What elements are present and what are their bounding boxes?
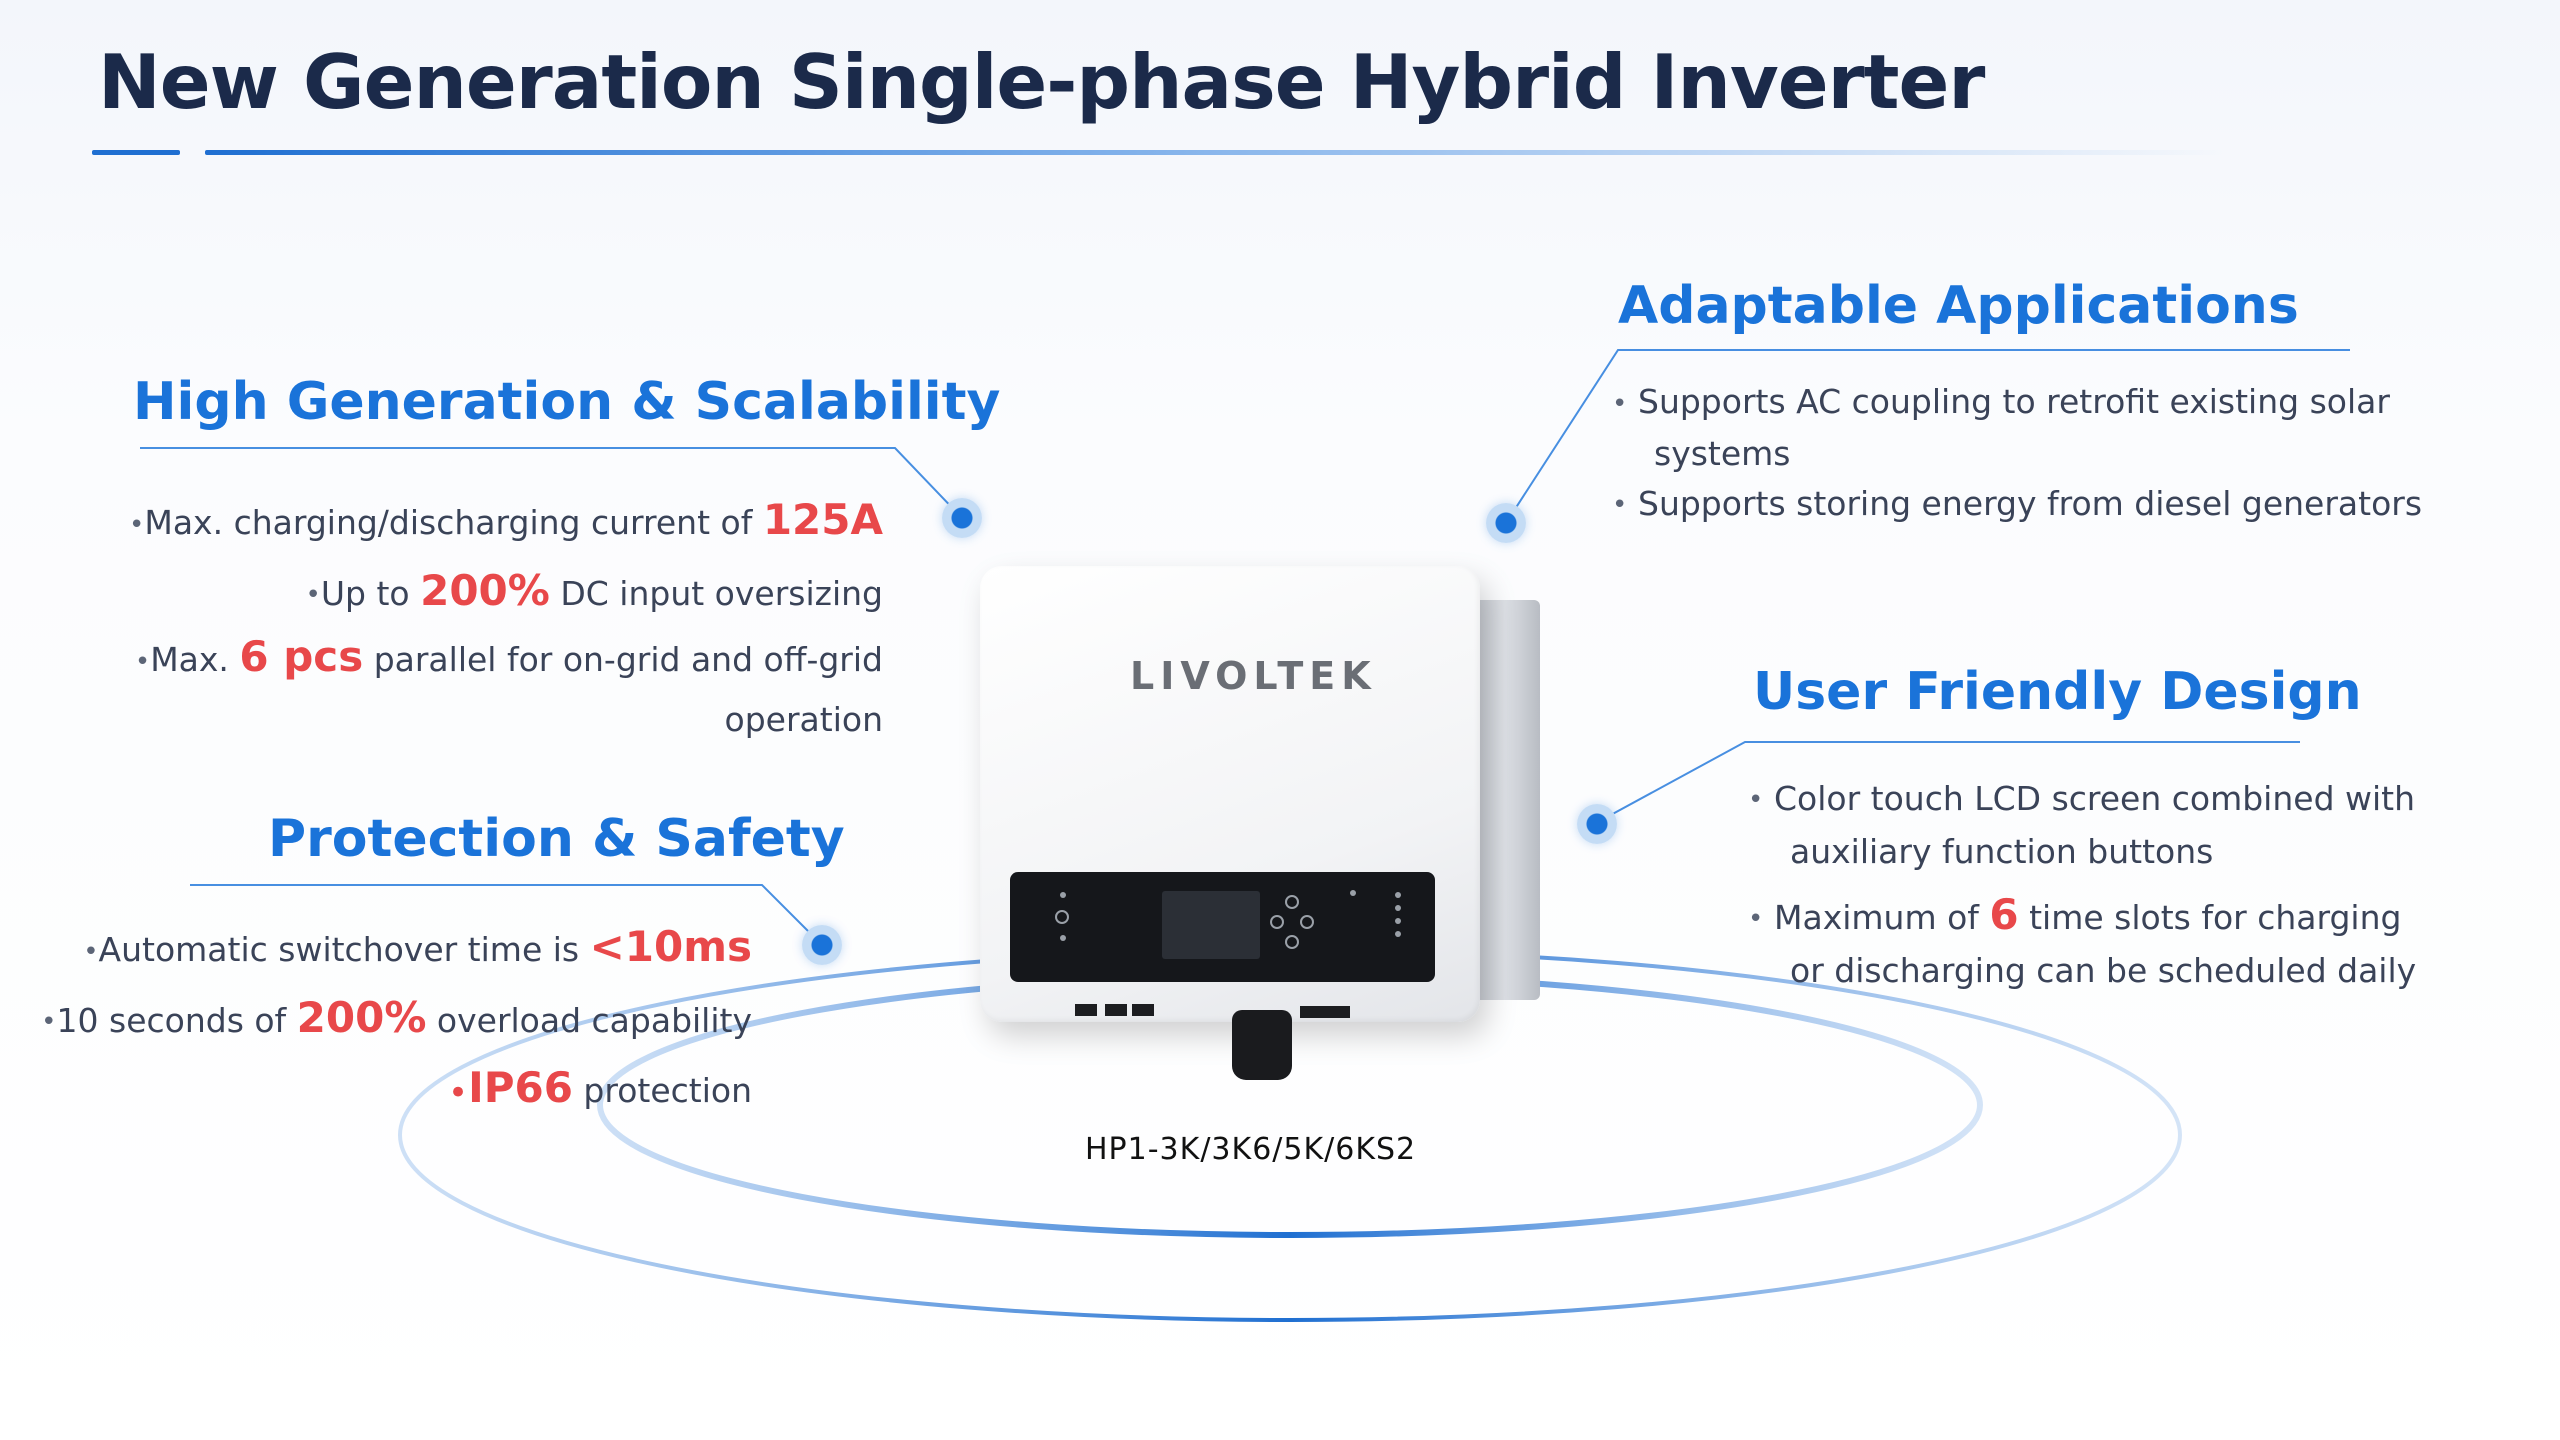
high-generation-list: •Max. charging/discharging current of 12…: [83, 487, 883, 749]
protection-list: •Automatic switchover time is <10ms •10 …: [0, 914, 752, 1126]
inverter-heatsink: [1470, 600, 1540, 1000]
bullet-icon: •: [134, 646, 151, 677]
user-friendly-heading: User Friendly Design: [1753, 662, 2362, 722]
list-item: •Automatic switchover time is <10ms: [0, 914, 752, 985]
list-item: •Max. 6 pcs parallel for on-grid and off…: [83, 628, 883, 749]
user-friendly-list: •Color touch LCD screen combined with au…: [1748, 773, 2538, 996]
list-item: •IP66 protection: [0, 1055, 752, 1126]
highlight-value: 125A: [762, 495, 883, 544]
highlight-value: 200%: [296, 992, 427, 1042]
ok-button-icon: [1300, 915, 1314, 929]
bullet-icon: •: [448, 1072, 469, 1113]
bullet-icon: •: [1748, 904, 1764, 934]
bullet-icon: •: [1748, 785, 1764, 815]
connector-dot-adaptable: [1486, 503, 1526, 543]
inverter-brand-logo: LIVOLTEK: [1130, 654, 1377, 698]
indicator-led: [1060, 935, 1066, 941]
list-item: •10 seconds of 200% overload capability: [0, 985, 752, 1056]
page-title: New Generation Single-phase Hybrid Inver…: [98, 38, 1985, 126]
protection-heading: Protection & Safety: [268, 809, 845, 869]
bullet-icon: •: [129, 509, 145, 540]
list-item: •Up to 200% DC input oversizing: [83, 558, 883, 629]
power-icon: [1055, 910, 1069, 924]
title-underline-short: [92, 150, 180, 155]
left-button-icon: [1270, 915, 1284, 929]
bullet-icon: •: [83, 936, 99, 967]
status-led: [1395, 892, 1401, 898]
highlight-value: IP66: [468, 1063, 573, 1112]
down-button-icon: [1285, 935, 1299, 949]
title-underline-long: [205, 150, 2225, 155]
highlight-value: 6: [1989, 890, 2019, 939]
connector-dot-user-friendly: [1577, 804, 1617, 844]
bullet-icon: •: [1612, 388, 1628, 419]
connector-high-generation: [140, 447, 963, 519]
highlight-value: <10ms: [589, 922, 752, 971]
highlight-value: 6 pcs: [239, 632, 364, 681]
adaptable-list: •Supports AC coupling to retrofit existi…: [1612, 377, 2472, 530]
list-item: •Supports AC coupling to retrofit existi…: [1612, 377, 2472, 479]
connector-dot-high-generation: [942, 498, 982, 538]
bullet-icon: •: [41, 1007, 57, 1037]
connector-dot-protection: [802, 925, 842, 965]
cable-gland: [1232, 1010, 1292, 1080]
model-label: HP1-3K/3K6/5K/6KS2: [1085, 1132, 1417, 1167]
up-button-icon: [1285, 895, 1299, 909]
status-led: [1395, 931, 1401, 937]
list-item: •Maximum of 6 time slots for charging or…: [1748, 890, 2417, 990]
status-led: [1395, 905, 1401, 911]
bullet-icon: •: [305, 580, 321, 610]
list-item: •Supports storing energy from diesel gen…: [1612, 479, 2472, 531]
highlight-value: 200%: [420, 565, 550, 615]
connector-port: [1300, 1006, 1350, 1018]
connector-adaptable: [1505, 349, 2350, 524]
connector-port: [1132, 1004, 1154, 1016]
adaptable-heading: Adaptable Applications: [1618, 276, 2299, 336]
high-generation-heading: High Generation & Scalability: [133, 372, 1001, 432]
connector-port: [1075, 1004, 1097, 1016]
list-item: •Max. charging/discharging current of 12…: [83, 487, 883, 558]
connector-port: [1105, 1004, 1127, 1016]
status-led: [1350, 890, 1356, 896]
connector-protection: [190, 884, 823, 946]
bullet-icon: •: [1612, 490, 1628, 520]
connector-user-friendly: [1595, 741, 2300, 824]
list-item: •Color touch LCD screen combined with au…: [1748, 773, 2538, 877]
lcd-screen: [1162, 891, 1260, 959]
indicator-led: [1060, 892, 1066, 898]
status-led: [1395, 918, 1401, 924]
